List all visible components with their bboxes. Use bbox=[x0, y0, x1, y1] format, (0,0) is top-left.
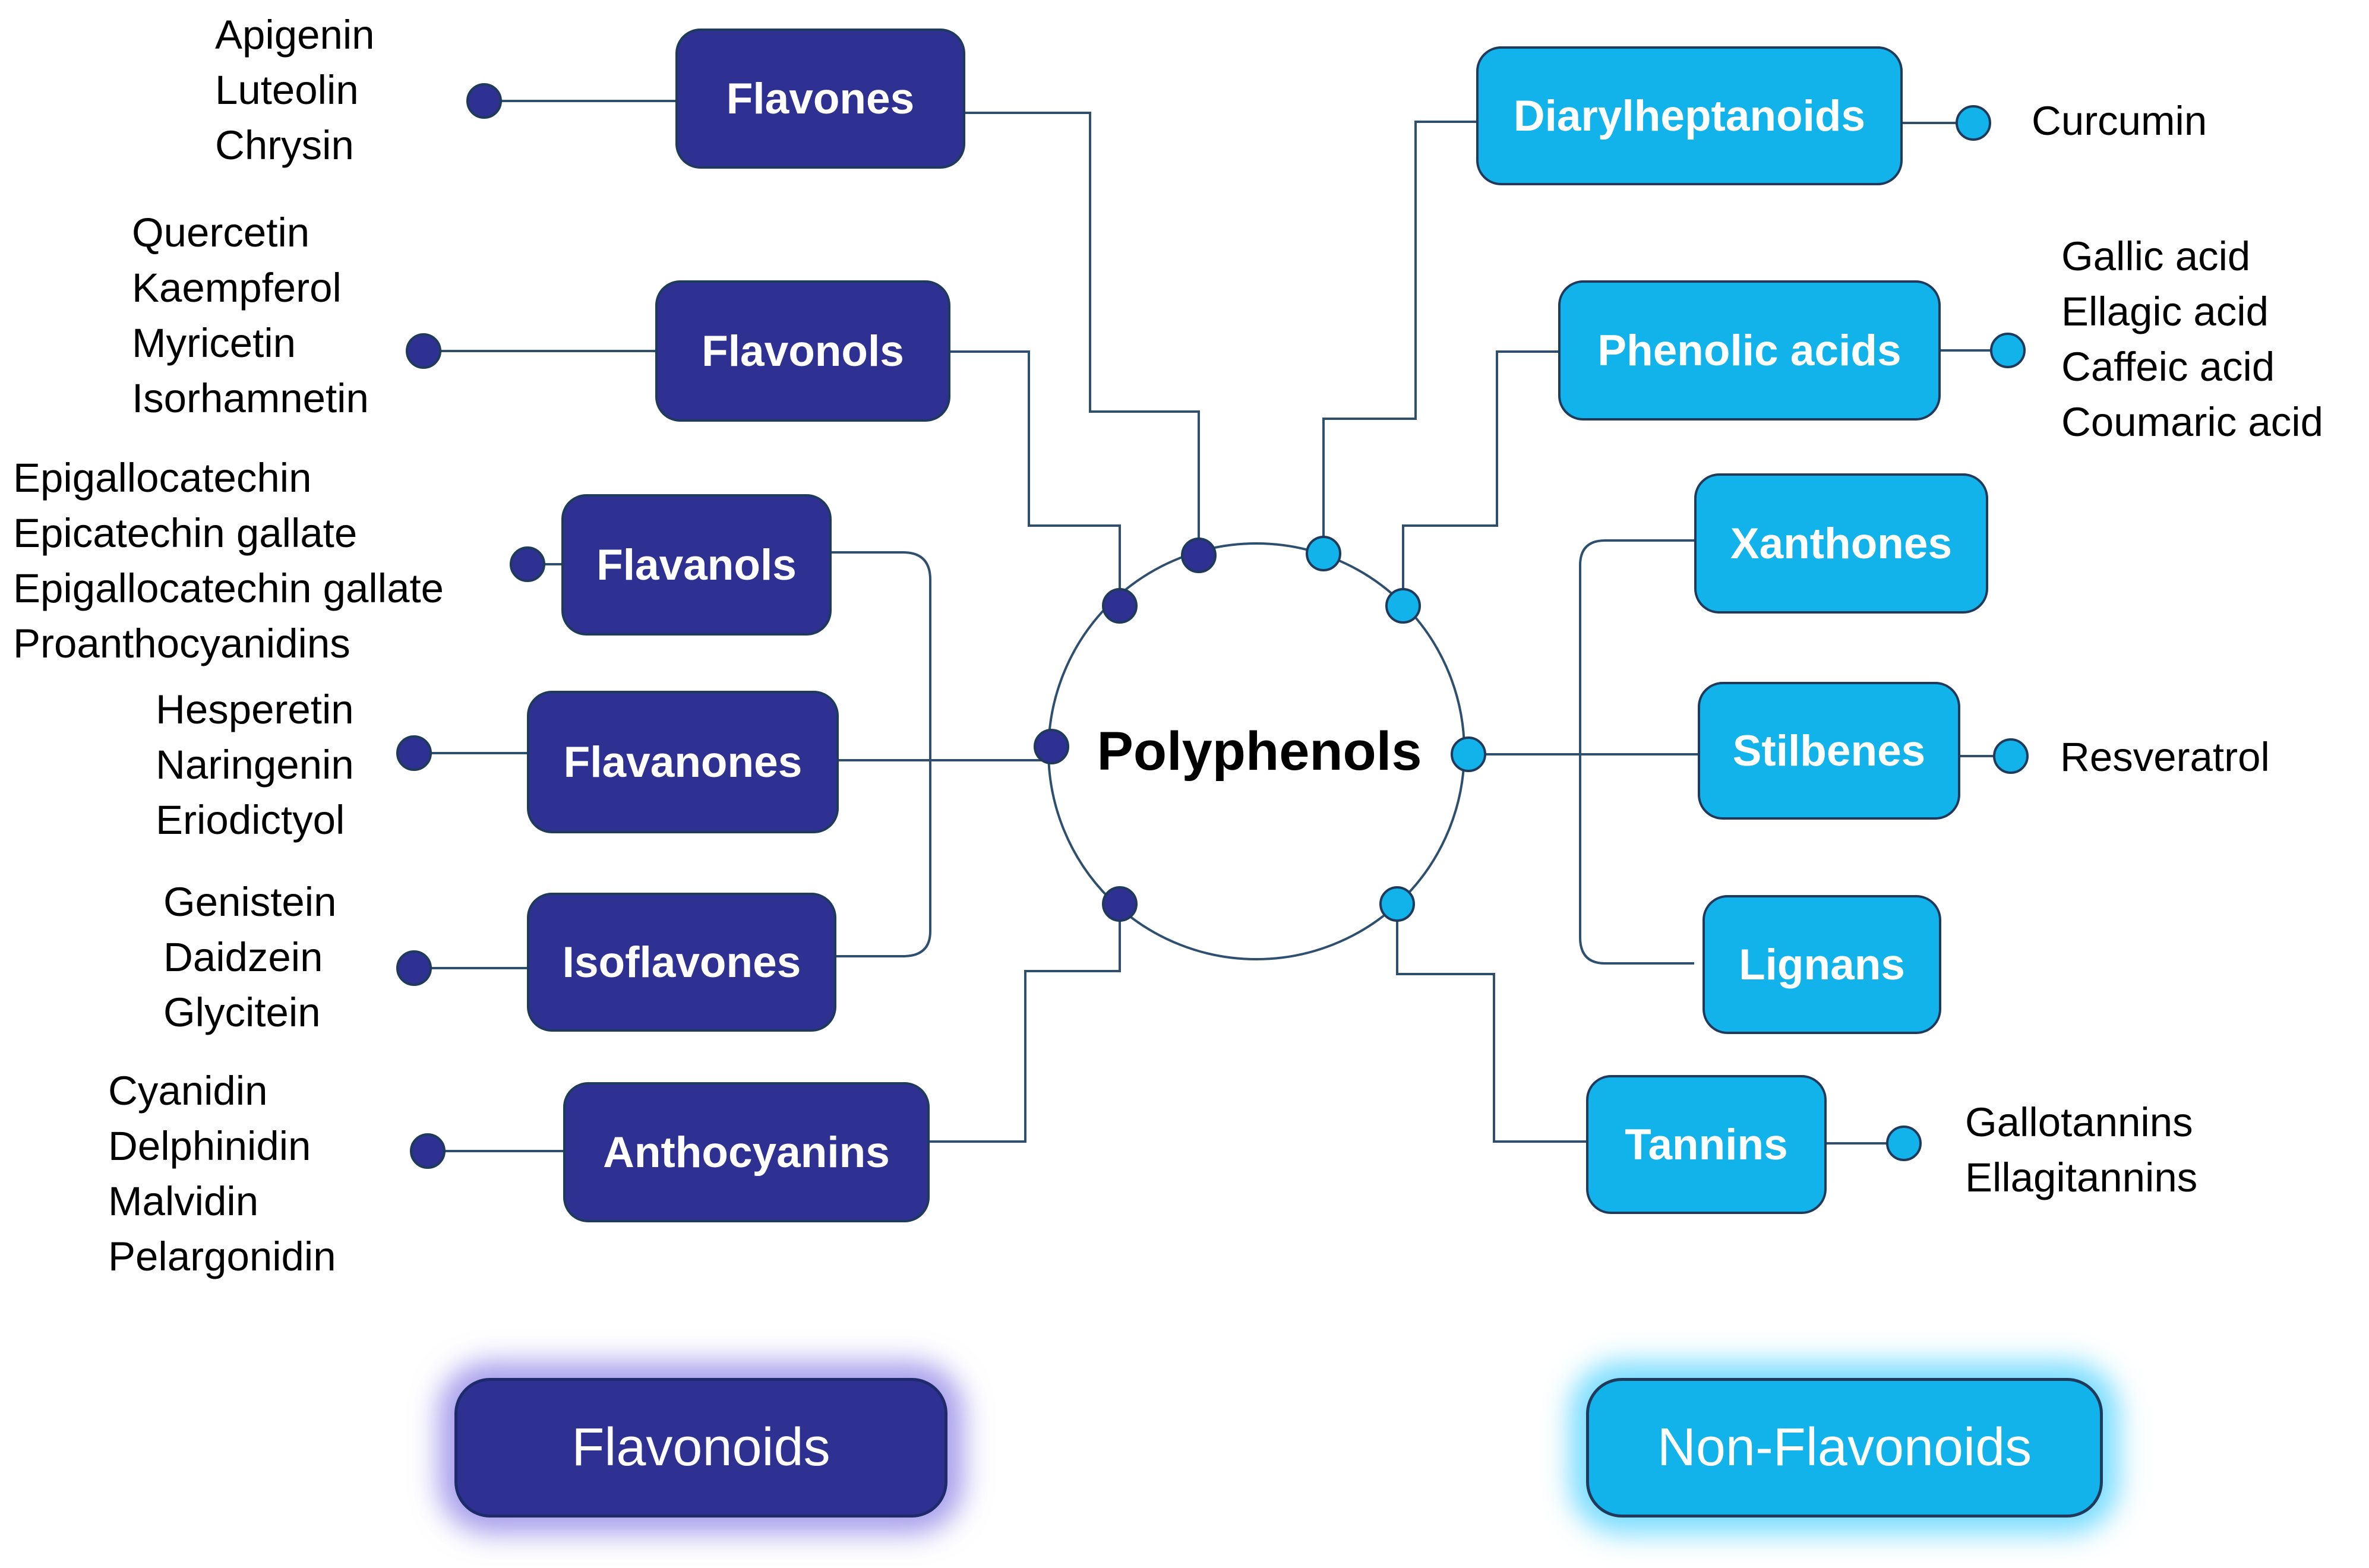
example-item: Quercetin bbox=[132, 210, 310, 255]
box-anthocyanins: Anthocyanins bbox=[563, 1082, 930, 1222]
node-dot bbox=[410, 1133, 446, 1169]
connector-tannins bbox=[1396, 904, 1586, 1143]
example-item: Gallotannins bbox=[1965, 1099, 2193, 1145]
examples-flavanones: Hesperetin Naringenin Eriodictyol bbox=[156, 682, 354, 848]
connector-xanthones-lignans bbox=[1579, 539, 1694, 965]
example-item: Curcumin bbox=[2032, 98, 2207, 144]
example-item: Resveratrol bbox=[2060, 734, 2270, 780]
example-item: Isorhamnetin bbox=[132, 375, 369, 421]
box-xanthones: Xanthones bbox=[1694, 473, 1988, 614]
node-dot bbox=[396, 950, 432, 986]
connector-diarylheptanoids bbox=[1322, 121, 1476, 554]
example-item: Naringenin bbox=[156, 742, 354, 788]
examples-flavones: Apigenin Luteolin Chrysin bbox=[215, 7, 375, 173]
legend-flavonoids: Flavonoids bbox=[454, 1378, 947, 1518]
box-phenolic-acids: Phenolic acids bbox=[1558, 280, 1941, 421]
examples-diarylheptanoids: Curcumin bbox=[2032, 93, 2207, 148]
example-item: Coumaric acid bbox=[2061, 399, 2323, 445]
node-dot bbox=[1102, 886, 1138, 922]
example-item: Apigenin bbox=[215, 12, 375, 58]
example-item: Proanthocyanidins bbox=[13, 621, 350, 666]
node-dot bbox=[396, 735, 432, 771]
example-item: Luteolin bbox=[215, 67, 359, 113]
example-item: Epicatechin gallate bbox=[13, 510, 358, 556]
example-item: Chrysin bbox=[215, 122, 354, 168]
box-diarylheptanoids: Diarylheptanoids bbox=[1476, 46, 1903, 185]
box-isoflavones: Isoflavones bbox=[527, 893, 836, 1032]
center-label: Polyphenols bbox=[1097, 720, 1422, 782]
example-item: Epigallocatechin gallate bbox=[13, 565, 444, 611]
node-dot bbox=[1993, 738, 2029, 774]
legend-non-flavonoids: Non-Flavonoids bbox=[1586, 1378, 2103, 1518]
node-dot bbox=[1102, 588, 1138, 624]
examples-phenolic-acids: Gallic acid Ellagic acid Caffeic acid Co… bbox=[2061, 229, 2323, 450]
node-dot bbox=[1379, 886, 1415, 922]
example-item: Myricetin bbox=[132, 320, 296, 366]
box-lignans: Lignans bbox=[1702, 895, 1941, 1034]
examples-tannins: Gallotannins Ellagitannins bbox=[1965, 1095, 2197, 1205]
example-item: Daidzein bbox=[163, 934, 323, 980]
example-item: Cyanidin bbox=[108, 1068, 268, 1114]
example-item: Kaempferol bbox=[132, 265, 342, 311]
example-item: Pelargonidin bbox=[108, 1234, 336, 1279]
box-stilbenes: Stilbenes bbox=[1698, 682, 1960, 820]
node-dot bbox=[1990, 333, 2026, 368]
connector-flavonols bbox=[950, 350, 1121, 606]
node-dot bbox=[406, 333, 441, 369]
examples-flavanols: Epigallocatechin Epicatechin gallate Epi… bbox=[13, 450, 444, 671]
connector-anthocyanins bbox=[930, 904, 1121, 1143]
node-dot bbox=[1385, 588, 1421, 624]
node-dot bbox=[1306, 536, 1341, 571]
example-item: Caffeic acid bbox=[2061, 344, 2275, 390]
example-item: Malvidin bbox=[108, 1178, 259, 1224]
box-flavonols: Flavonols bbox=[655, 280, 950, 422]
box-flavanols: Flavanols bbox=[561, 494, 832, 636]
example-item: Delphinidin bbox=[108, 1123, 311, 1169]
example-item: Ellagic acid bbox=[2061, 289, 2269, 334]
box-flavanones: Flavanones bbox=[527, 691, 839, 833]
node-dot bbox=[1034, 729, 1069, 764]
box-tannins: Tannins bbox=[1586, 1075, 1827, 1214]
connector-flavones bbox=[965, 112, 1200, 555]
connector-flavanols bbox=[832, 551, 931, 957]
box-flavones: Flavones bbox=[675, 29, 965, 169]
examples-anthocyanins: Cyanidin Delphinidin Malvidin Pelargonid… bbox=[108, 1063, 336, 1284]
examples-flavonols: Quercetin Kaempferol Myricetin Isorhamne… bbox=[132, 205, 369, 426]
node-dot bbox=[466, 83, 502, 119]
example-item: Eriodictyol bbox=[156, 797, 345, 843]
example-item: Gallic acid bbox=[2061, 233, 2251, 279]
example-item: Hesperetin bbox=[156, 687, 354, 732]
node-dot bbox=[1886, 1126, 1922, 1161]
node-dot bbox=[510, 546, 545, 582]
node-dot bbox=[1451, 736, 1486, 772]
connector-phenolic-acids bbox=[1402, 350, 1558, 606]
examples-isoflavones: Genistein Daidzein Glycitein bbox=[163, 874, 337, 1040]
node-dot bbox=[1181, 538, 1217, 573]
examples-stilbenes: Resveratrol bbox=[2060, 729, 2270, 785]
example-item: Epigallocatechin bbox=[13, 455, 312, 501]
node-dot bbox=[1956, 105, 1991, 141]
example-item: Genistein bbox=[163, 879, 337, 925]
example-item: Ellagitannins bbox=[1965, 1155, 2198, 1200]
example-item: Glycitein bbox=[163, 990, 321, 1035]
